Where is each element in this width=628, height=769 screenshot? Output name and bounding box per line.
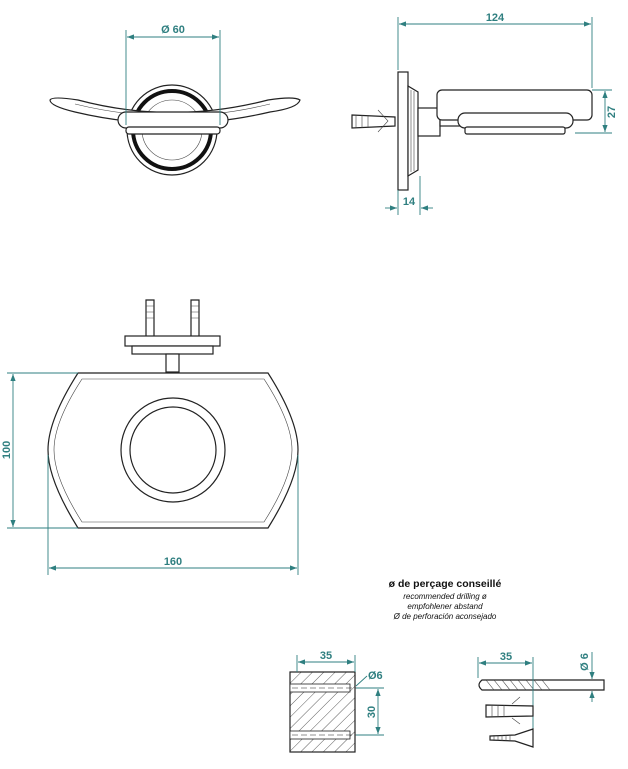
side-depth-label: 124 xyxy=(486,12,505,24)
block-depth-label: 35 xyxy=(320,650,332,662)
block-hole-label: Ø6 xyxy=(368,670,383,682)
wall-anchor xyxy=(351,114,396,129)
side-height-label: 27 xyxy=(606,106,618,118)
block-spacing-label: 30 xyxy=(366,706,378,718)
dish-opening-inner xyxy=(129,406,217,494)
front-diameter-label: Ø 60 xyxy=(161,24,185,36)
front-view: Ø 60 xyxy=(49,24,301,176)
drill-bit xyxy=(478,679,605,691)
tray-ring xyxy=(457,112,574,129)
plan-width-label: 160 xyxy=(164,556,182,568)
grooved-flange xyxy=(407,84,419,178)
side-view: 124 27 14 xyxy=(351,12,618,215)
drill-diameter-label: Ø 6 xyxy=(579,653,591,671)
plan-view: 100 160 xyxy=(1,299,299,575)
drilling-note-english: recommended drilling ø xyxy=(403,592,487,601)
mount-plate xyxy=(124,335,221,347)
drilling-note-title: ø de perçage conseillé xyxy=(388,578,502,590)
drill-block: 35 Ø6 30 xyxy=(289,650,384,753)
drilling-note-spanish: Ø de perforación aconsejado xyxy=(393,612,497,621)
side-plate-label: 14 xyxy=(403,196,416,208)
plan-height-label: 100 xyxy=(1,441,13,459)
wall-plug xyxy=(485,704,534,718)
dish-profile xyxy=(49,97,301,125)
drill-kit: 35 Ø 6 xyxy=(477,651,605,748)
drill-depth-label: 35 xyxy=(500,651,512,663)
drilling-note-german: empfohlener abstand xyxy=(407,602,483,611)
screw xyxy=(489,728,534,748)
holder-ring xyxy=(117,111,229,129)
wall-plate xyxy=(397,71,409,191)
